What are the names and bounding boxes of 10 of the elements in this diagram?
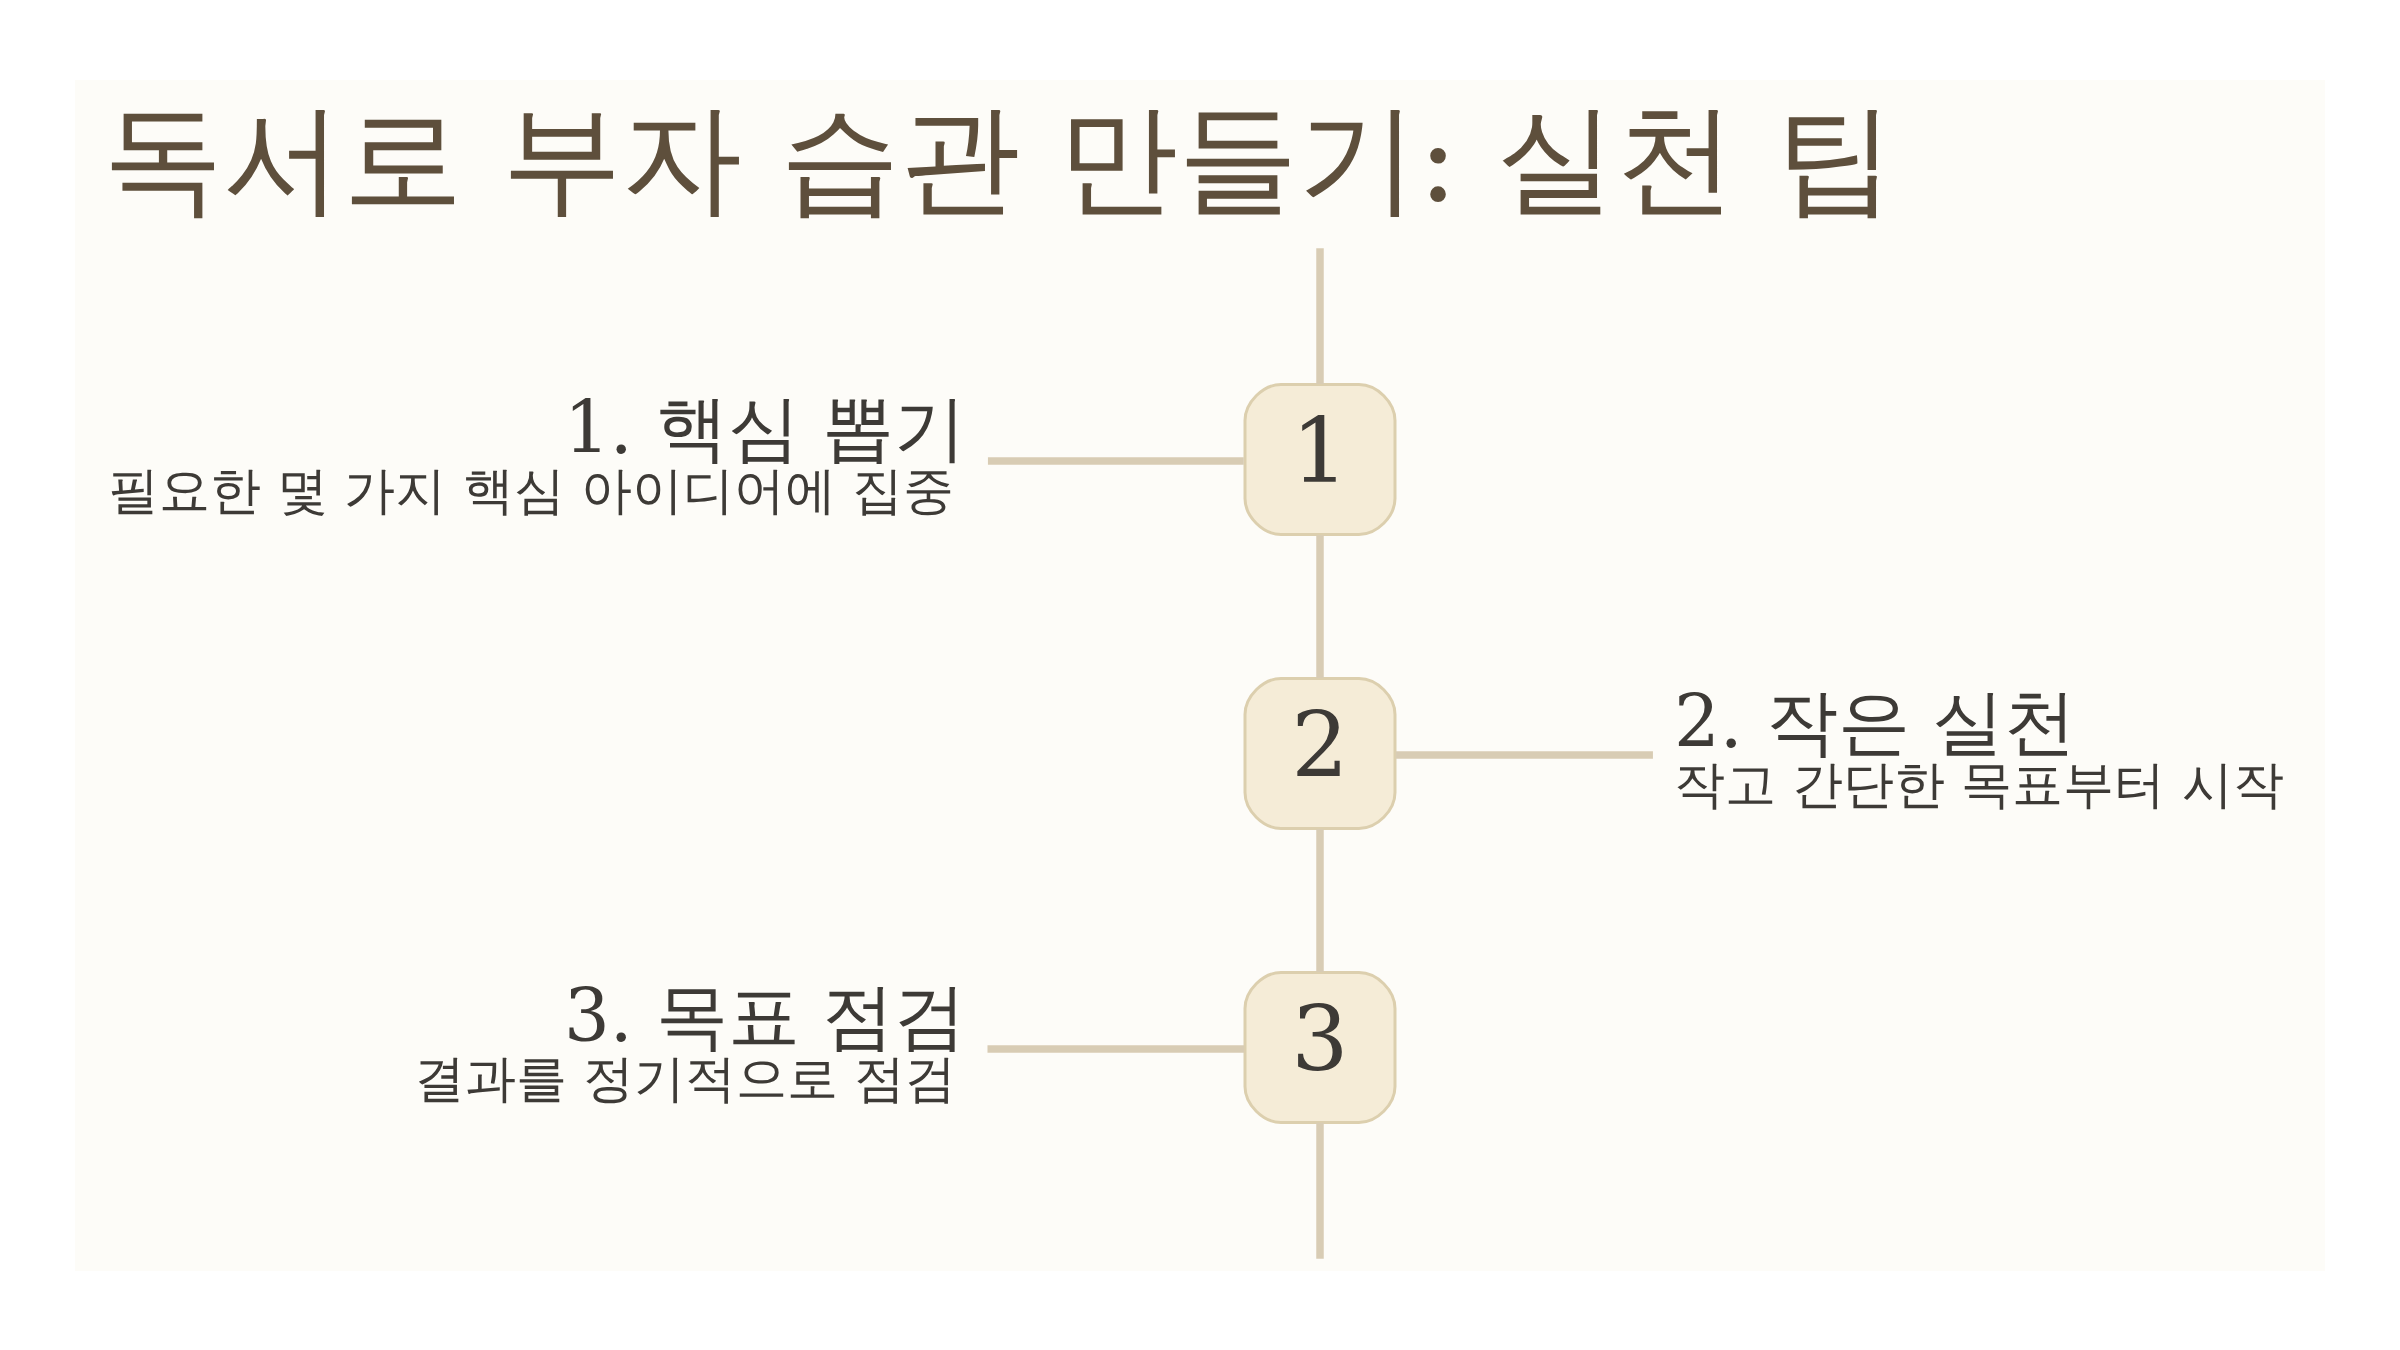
node-text: 3. 목표 점검 결과를 정기적으로 점검	[414, 973, 967, 1108]
node-text: 2. 작은 실천 작고 간단한 목표부터 시작	[1674, 679, 2284, 814]
diagram-title: 독서로 부자 습관 만들기: 실천 팁	[103, 88, 1895, 228]
node-box: 2	[1243, 676, 1397, 830]
connector	[1316, 828, 1324, 972]
connector	[987, 456, 1244, 465]
node-box: 1	[1243, 382, 1397, 536]
node-box: 3	[1243, 970, 1397, 1124]
node-text: 1. 핵심 뽑기 필요한 몇 가지 핵심 아이디어에 집중	[108, 385, 967, 520]
connector	[1316, 534, 1324, 678]
